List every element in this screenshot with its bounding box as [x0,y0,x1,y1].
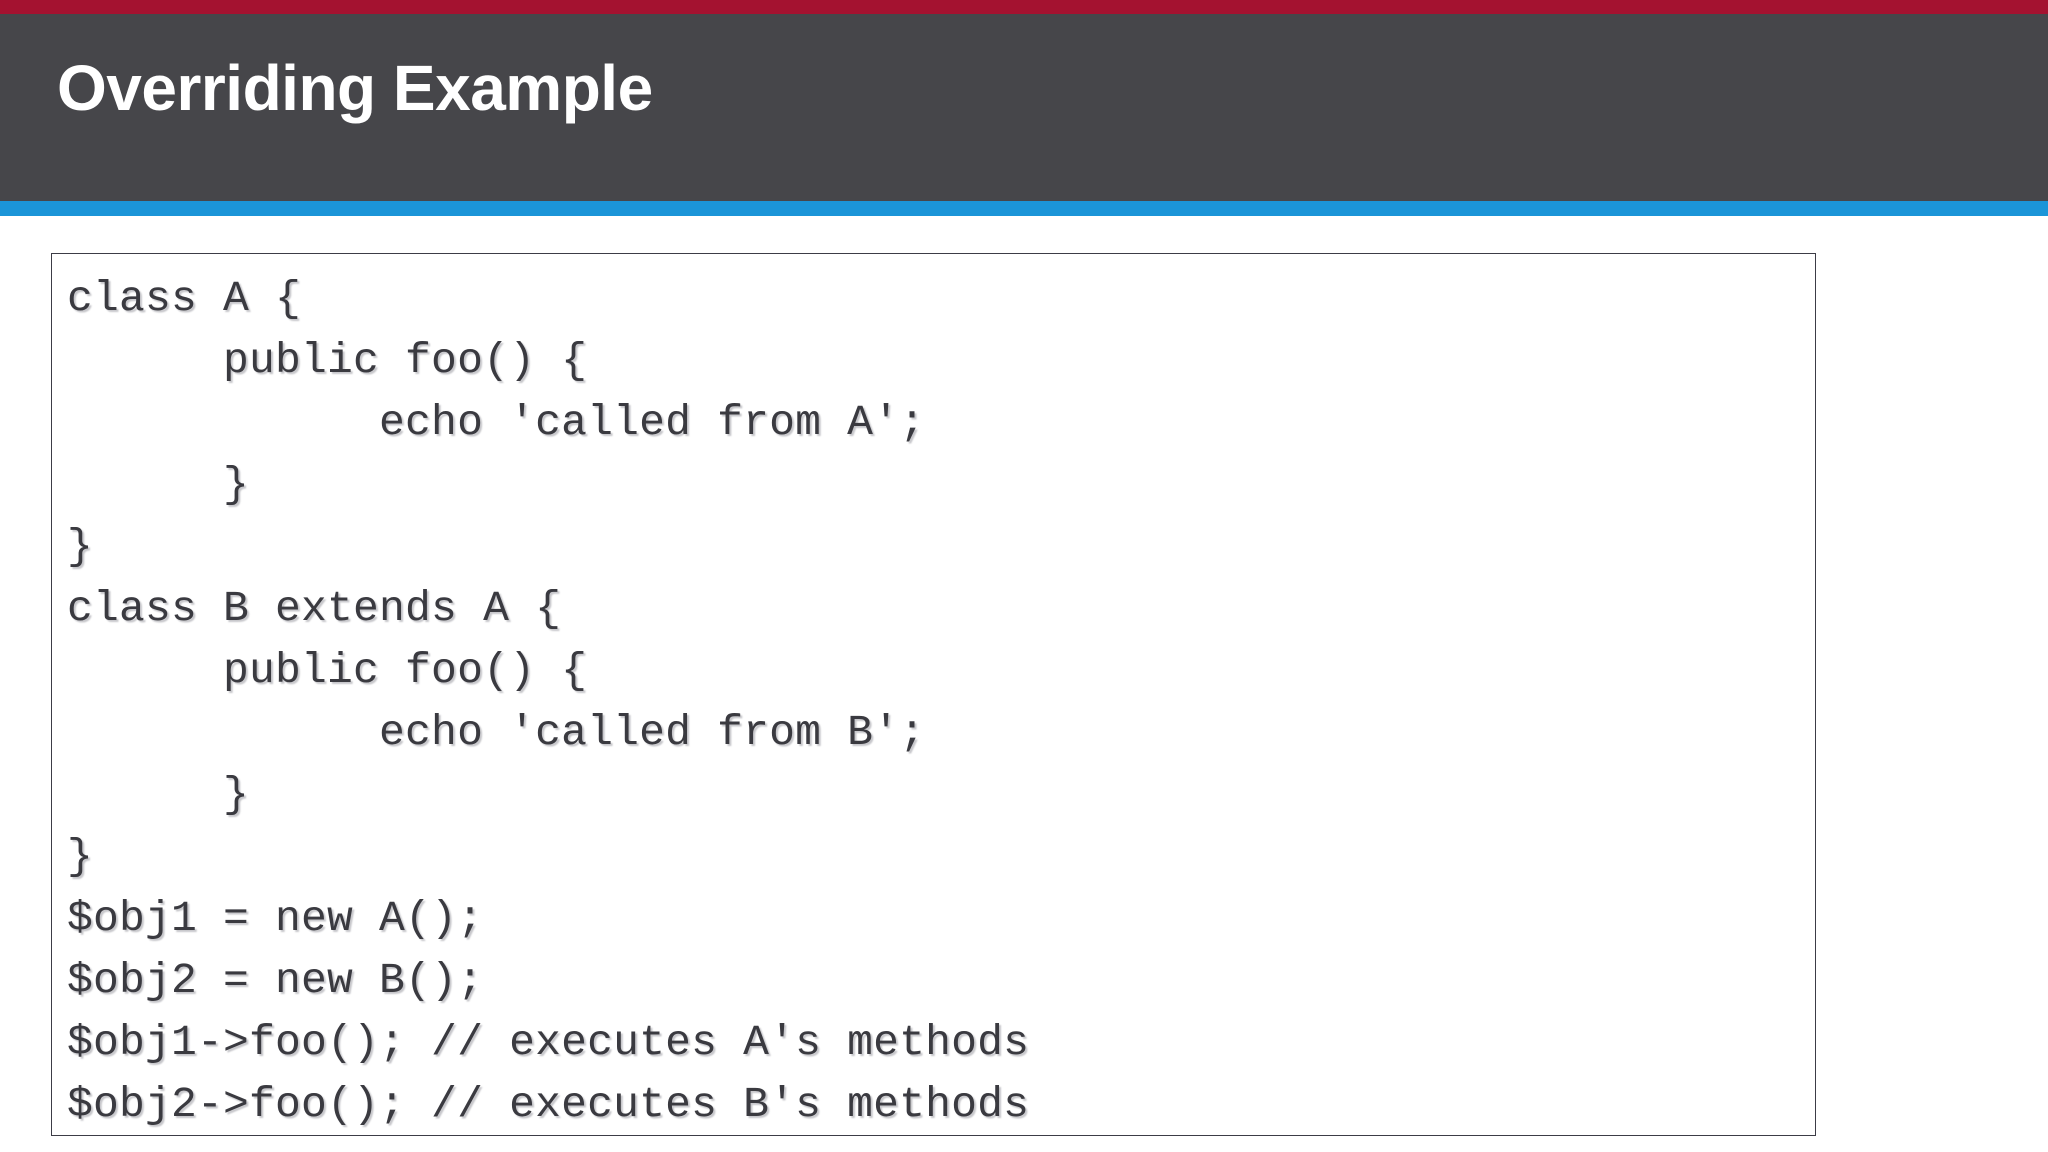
code-line: } [67,460,250,509]
code-line: $obj2->foo(); // executes B's methods [67,1080,1030,1129]
code-line: echo 'called from B'; [67,708,926,757]
code-listing: class A { public foo() { echo 'called fr… [52,254,1815,1135]
code-line: public foo() { [67,336,588,385]
code-line: class A { [67,274,302,323]
code-line: echo 'called from A'; [67,398,926,447]
page-title: Overriding Example [57,52,653,124]
accent-bar-top [0,0,2048,14]
code-line: } [67,522,94,571]
code-line: } [67,770,250,819]
accent-bar-bottom [0,201,2048,216]
title-bar: Overriding Example [0,14,2048,201]
code-block: class A { public foo() { echo 'called fr… [51,253,1816,1136]
code-line: $obj2 = new B(); [67,956,484,1005]
code-line: } [67,832,94,881]
code-line: class B extends A { [67,584,562,633]
code-line: public foo() { [67,646,588,695]
code-line: $obj1 = new A(); [67,894,484,943]
code-line: $obj1->foo(); // executes A's methods [67,1018,1030,1067]
